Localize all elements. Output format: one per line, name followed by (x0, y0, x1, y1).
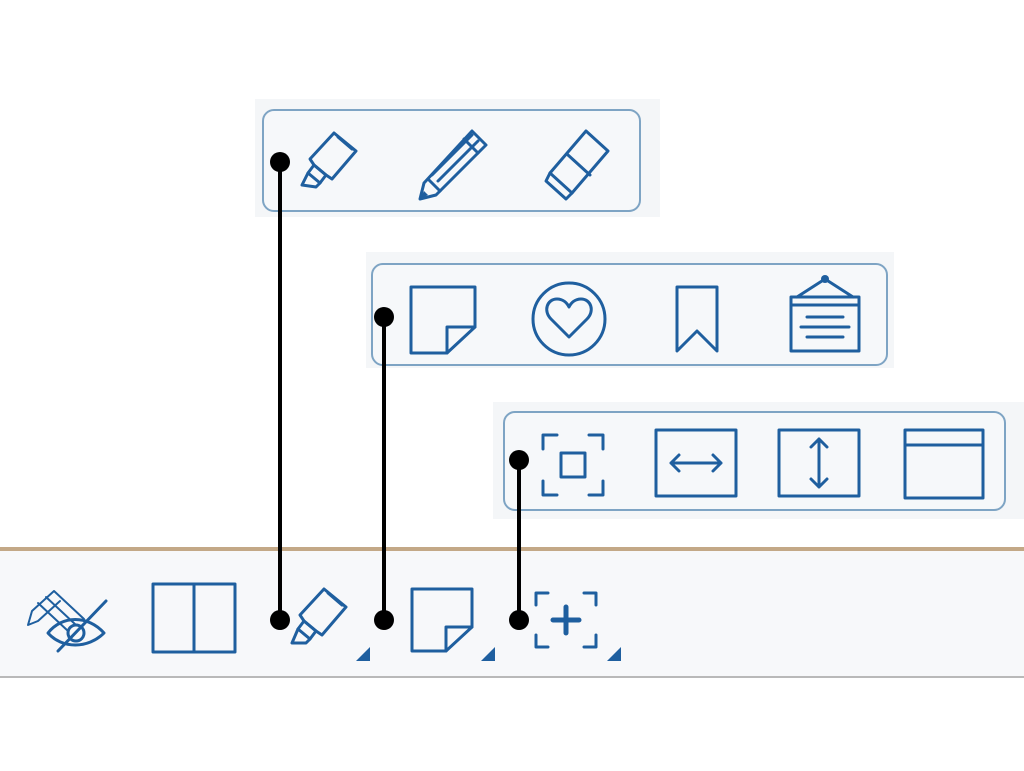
notes-flyout (371, 263, 888, 366)
pencil-icon[interactable] (414, 125, 490, 203)
hanging-sign-icon[interactable] (787, 273, 863, 355)
zoom-region-menu-caret[interactable] (607, 647, 621, 661)
window-icon[interactable] (902, 427, 986, 501)
fit-width-icon[interactable] (653, 427, 739, 499)
hide-annotations-icon[interactable] (24, 585, 112, 653)
sticky-note-menu-caret[interactable] (481, 647, 495, 661)
zoom-region-icon[interactable] (532, 589, 600, 651)
bookmark-icon[interactable] (673, 283, 721, 355)
highlighter-menu-caret[interactable] (356, 647, 370, 661)
toolbar (0, 547, 1024, 678)
sticky-note-icon[interactable] (408, 585, 476, 653)
fit-height-icon[interactable] (776, 427, 862, 499)
eraser-icon[interactable] (542, 125, 614, 201)
two-page-view-icon[interactable] (150, 581, 238, 655)
view-flyout (503, 411, 1006, 511)
heart-circle-icon[interactable] (529, 279, 609, 359)
fit-page-icon[interactable] (539, 431, 607, 499)
markup-flyout (262, 109, 641, 212)
highlighter-icon[interactable] (294, 125, 366, 197)
sticky-note-icon[interactable] (407, 283, 479, 355)
highlighter-icon[interactable] (284, 581, 356, 653)
